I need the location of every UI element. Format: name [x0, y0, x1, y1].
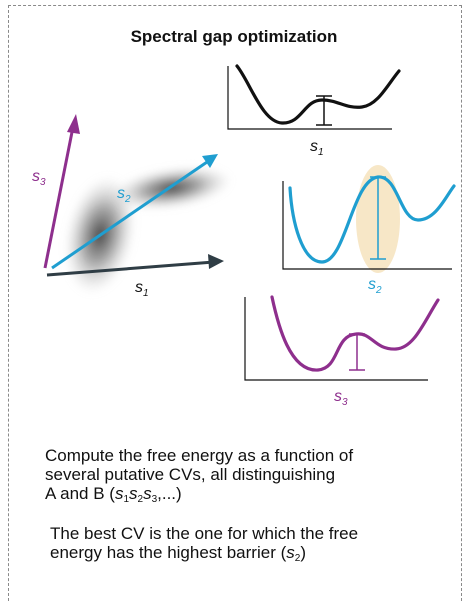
plot-s3-axes — [245, 297, 428, 380]
plot-s3-xlabel: s3 — [334, 388, 348, 408]
free-energy-plot-s1: s1 — [228, 66, 399, 158]
paragraph-2-line-2: energy has the highest barrier (s2) — [50, 543, 450, 562]
description-paragraph-2: The best CV is the one for which the fre… — [50, 524, 450, 562]
free-energy-plot-s2: s2 — [283, 165, 454, 296]
diagram-title: Spectral gap optimization — [131, 27, 338, 46]
paragraph-1-line-2: several putative CVs, all distinguishing — [45, 465, 445, 484]
paragraph-1-line-1: Compute the free energy as a function of — [45, 446, 445, 465]
paragraph-1-line-3: A and B (s1s2s3,...) — [45, 484, 445, 503]
plot-s1-axes — [228, 66, 392, 129]
s2-arrowhead-icon — [202, 154, 218, 168]
cv-space-plot: s3 s2 s1 — [32, 114, 234, 301]
s1-axis-label: s1 — [135, 279, 149, 299]
s3-arrowhead-icon — [67, 114, 80, 134]
free-energy-plot-s3: s3 — [245, 297, 438, 408]
free-energy-curve-s1 — [237, 66, 399, 123]
barrier-marker-s3 — [349, 334, 365, 370]
s3-axis-label: s3 — [32, 168, 46, 188]
paragraph-2-line-1: The best CV is the one for which the fre… — [50, 524, 450, 543]
plot-s1-xlabel: s1 — [310, 138, 324, 158]
s1-arrowhead-icon — [208, 254, 224, 269]
plot-s2-xlabel: s2 — [368, 276, 382, 296]
description-paragraph-1: Compute the free energy as a function of… — [45, 446, 445, 503]
